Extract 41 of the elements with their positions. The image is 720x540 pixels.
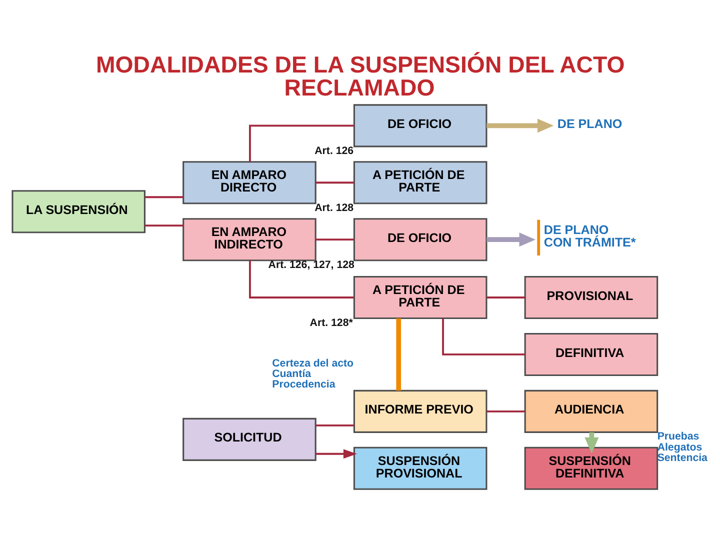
arrow — [486, 232, 536, 247]
node-box: DEFINITIVA — [524, 332, 658, 376]
node-box: A PETICIÓN DE PARTE — [353, 276, 488, 320]
arrow — [486, 118, 554, 133]
connector — [316, 238, 354, 241]
node-box: DE OFICIO — [353, 218, 488, 262]
connector — [144, 196, 184, 198]
node-label: Cuantía — [272, 368, 312, 380]
node-text: DE PLANO CON TRÁMITE* — [544, 223, 636, 250]
diagram-title: MODALIDADES DE LA SUSPENSIÓN DEL ACTO RECLAMADO — [96, 51, 625, 100]
connector — [316, 182, 354, 184]
node-box: EN AMPARO DIRECTO — [182, 161, 316, 204]
node-box: AUDIENCIA — [524, 390, 658, 433]
node-box: LA SUSPENSIÓN — [12, 190, 146, 234]
node-box: INFORME PREVIO — [353, 390, 488, 433]
connector — [144, 224, 184, 227]
node-label: Art. 126, 127, 128 — [268, 258, 354, 271]
node-label: Sentencia — [657, 452, 708, 464]
connector — [396, 318, 402, 391]
node-label: Art. 128 — [314, 202, 354, 214]
node-label: Pruebas — [657, 430, 700, 443]
node-label: Art. 128* — [310, 316, 353, 329]
node-text: DE PLANO — [557, 116, 622, 131]
node-box: EN AMPARO INDIRECTO — [182, 218, 316, 262]
node-label: Art. 126 — [314, 144, 354, 157]
node-box: A PETICIÓN DE PARTE — [353, 161, 488, 204]
connector — [248, 260, 354, 298]
node-box: SOLICITUD — [182, 418, 316, 461]
node-box: PROVISIONAL — [524, 276, 658, 320]
node-box: SUSPENSIÓN PROVISIONAL — [353, 446, 488, 490]
node-box: DE OFICIO — [353, 104, 488, 148]
node-label: Certeza del acto — [272, 357, 354, 370]
connector — [316, 424, 354, 426]
connector — [486, 410, 525, 412]
node-label: Procedencia — [272, 378, 336, 391]
arrow — [316, 449, 357, 459]
node-box: SUSPENSIÓN DEFINITIVA — [524, 446, 658, 490]
connector — [442, 318, 525, 356]
node-label: Alegatos — [657, 441, 702, 454]
connector — [248, 124, 354, 162]
connector — [486, 296, 525, 298]
